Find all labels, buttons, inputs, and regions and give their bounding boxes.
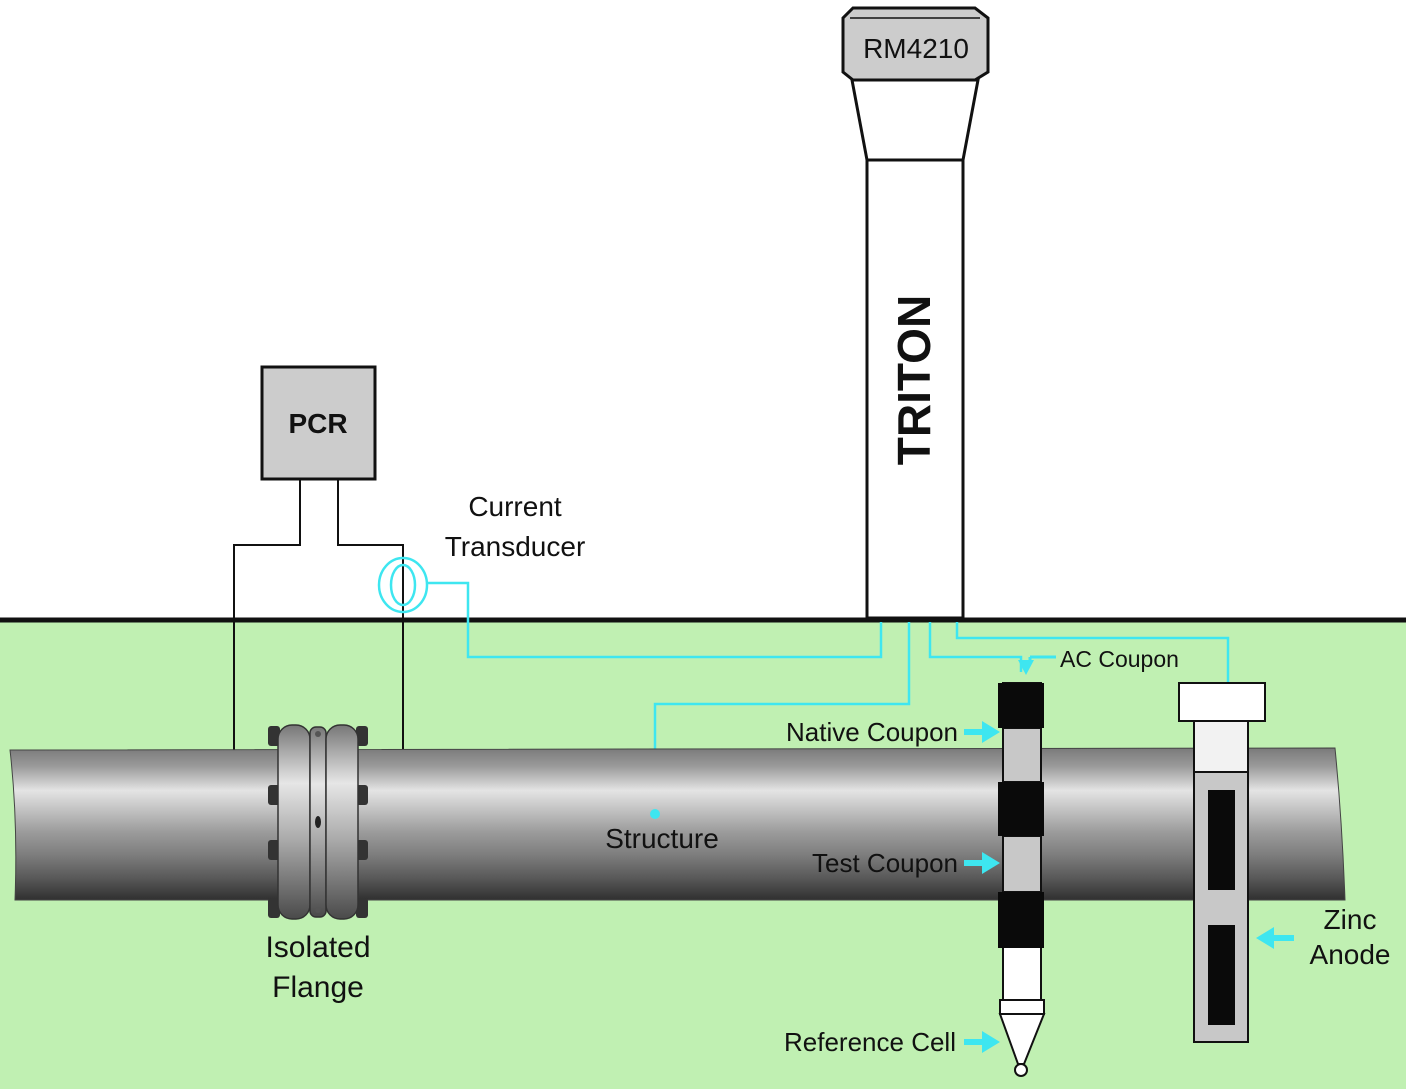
probe-gray-section-2	[1002, 835, 1042, 893]
triton-post	[865, 158, 965, 620]
reference-cell-label: Reference Cell	[784, 1027, 956, 1057]
pcr-box	[260, 365, 377, 481]
reference-cell-collar	[999, 999, 1045, 1015]
zinc-anode-label-line2: Anode	[1310, 939, 1391, 970]
isolated-flange: Isolated Flange	[265, 724, 371, 1004]
triton-test-station: RM4210 TRITON	[841, 6, 990, 620]
native-coupon	[998, 782, 1044, 836]
test-coupon-label: Test Coupon	[812, 848, 958, 878]
ac-coupon-arrow	[1018, 655, 1056, 675]
native-coupon-arrow	[964, 721, 1000, 743]
reference-cell-arrow	[964, 1031, 1000, 1053]
pcr-wire-right	[337, 479, 404, 750]
flange-right-disc	[325, 724, 359, 920]
zinc-anode-arrow	[1256, 927, 1294, 949]
anode-zinc-bar-1	[1208, 790, 1235, 890]
transducer-signal-wire	[427, 581, 883, 659]
triton-label: TRITON	[888, 295, 940, 465]
current-transducer-label-line1: Current	[468, 491, 562, 522]
current-transducer: Current Transducer	[377, 491, 586, 614]
pcr-wire-left	[233, 479, 301, 750]
anode-cap	[1178, 682, 1266, 722]
rm4210-cap	[841, 6, 990, 82]
structure-label: Structure	[605, 823, 719, 854]
rm4210-collar	[850, 78, 980, 162]
test-coupon-arrow	[964, 852, 1000, 874]
transducer-ring-outer	[377, 556, 429, 614]
anode-zinc-bar-2	[1208, 925, 1235, 1025]
probe-gray-section-1	[1002, 727, 1042, 783]
coupon-probe	[998, 682, 1046, 1077]
ac-coupon	[998, 683, 1044, 728]
transducer-ring-inner	[389, 563, 417, 607]
structure-connection-point	[650, 809, 660, 819]
reference-cell-end	[1014, 1063, 1028, 1077]
zinc-anode-label-line1: Zinc	[1324, 904, 1377, 935]
ac-coupon-label: AC Coupon	[1060, 646, 1179, 672]
isolated-flange-label-line2: Flange	[272, 971, 364, 1004]
pcr-device: PCR	[260, 365, 377, 481]
pcr-label: PCR	[288, 408, 347, 439]
zinc-anode	[1178, 682, 1266, 1043]
current-transducer-label-line2: Transducer	[445, 531, 586, 562]
native-coupon-label: Native Coupon	[786, 717, 958, 747]
test-coupon-band	[998, 892, 1044, 948]
zinc-anode-wire	[955, 622, 1230, 683]
flange-left-disc	[277, 724, 311, 920]
anode-neck	[1193, 720, 1249, 773]
isolated-flange-label-line1: Isolated	[265, 931, 370, 964]
rm4210-label: RM4210	[863, 33, 969, 64]
